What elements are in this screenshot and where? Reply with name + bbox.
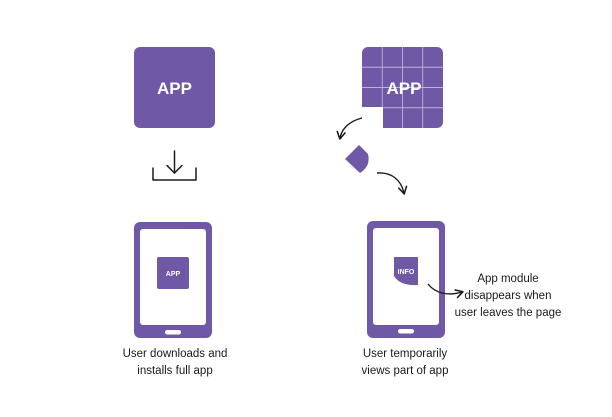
caption-full-app-line1: User downloads and bbox=[122, 348, 228, 360]
caption-partial-app-line2: views part of app bbox=[361, 365, 449, 377]
download-icon bbox=[152, 150, 197, 181]
full-app-tile: APP bbox=[134, 47, 215, 128]
phone-app-badge-label: APP bbox=[166, 271, 181, 278]
caption-partial-app-line1: User temporarily bbox=[362, 348, 448, 360]
caption-full-app-line2: installs full app bbox=[137, 365, 213, 377]
phone-info-module-label: INFO bbox=[398, 269, 415, 276]
annotation-line1: App module bbox=[477, 273, 539, 285]
curved-arrow-icon bbox=[376, 172, 408, 195]
caption-full-app: User downloads and installs full app bbox=[85, 346, 265, 380]
caption-partial-app: User temporarily views part of app bbox=[315, 346, 495, 380]
annotation-line2: disappears when bbox=[464, 290, 552, 302]
phone-full-app: APP bbox=[134, 222, 212, 338]
phone-info-module bbox=[394, 257, 418, 286]
full-app-tile-label: APP bbox=[157, 79, 192, 98]
floating-module-piece bbox=[345, 145, 369, 173]
modular-app-grid: APP bbox=[362, 47, 443, 128]
curved-arrow-icon bbox=[336, 117, 363, 140]
annotation-module-disappears: App module disappears when user leaves t… bbox=[438, 271, 578, 322]
phone-app-badge bbox=[157, 257, 189, 289]
annotation-line3: user leaves the page bbox=[454, 307, 562, 319]
phone-app-module: INFO bbox=[367, 221, 445, 338]
modular-app-grid-label: APP bbox=[387, 79, 422, 98]
curved-arrow-icon bbox=[427, 283, 464, 299]
